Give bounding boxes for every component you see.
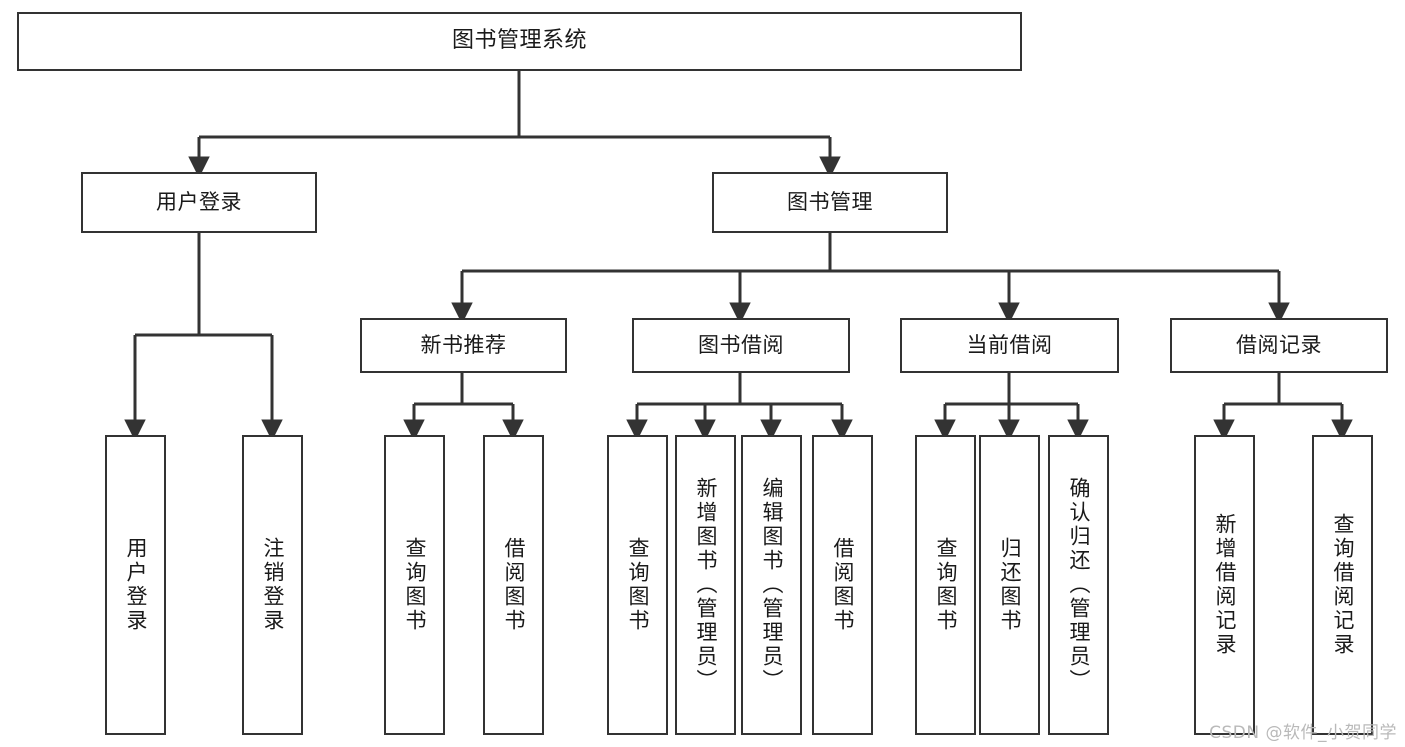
leaf-book-borrow-add-book-admin[interactable]: 新增图书（管理员） (675, 435, 736, 735)
node-label: 归还图书 (998, 537, 1022, 633)
node-label: 查询借阅记录 (1331, 513, 1355, 657)
node-label: 图书管理 (787, 189, 873, 214)
node-new-book-recommend[interactable]: 新书推荐 (360, 318, 567, 373)
node-label: 用户登录 (124, 537, 148, 633)
node-label: 借阅图书 (502, 537, 526, 633)
node-label: 确认归还（管理员） (1067, 477, 1091, 693)
node-label: 当前借阅 (966, 332, 1053, 357)
node-label: 注销登录 (261, 537, 285, 633)
node-label: 新增借阅记录 (1213, 513, 1237, 657)
leaf-book-borrow-edit-book-admin[interactable]: 编辑图书（管理员） (741, 435, 802, 735)
leaf-current-borrow-query-book[interactable]: 查询图书 (915, 435, 976, 735)
leaf-current-borrow-confirm-return-admin[interactable]: 确认归还（管理员） (1048, 435, 1109, 735)
node-user-login[interactable]: 用户登录 (81, 172, 317, 233)
node-label: 借阅记录 (1236, 332, 1322, 357)
node-label: 用户登录 (156, 189, 242, 214)
csdn-watermark: CSDN @软件_小贺同学 (1209, 723, 1397, 743)
leaf-borrow-record-add-record[interactable]: 新增借阅记录 (1194, 435, 1255, 735)
node-label: 图书借阅 (698, 332, 784, 357)
leaf-user-login-logout[interactable]: 注销登录 (242, 435, 303, 735)
node-label: 查询图书 (934, 537, 958, 633)
leaf-book-borrow-borrow-book[interactable]: 借阅图书 (812, 435, 873, 735)
node-label: 编辑图书（管理员） (760, 477, 784, 693)
leaf-new-book-query-book[interactable]: 查询图书 (384, 435, 445, 735)
node-label: 图书管理系统 (451, 28, 587, 54)
node-label: 查询图书 (626, 537, 650, 633)
node-current-borrow[interactable]: 当前借阅 (900, 318, 1119, 373)
node-label: 新书推荐 (420, 332, 507, 357)
node-book-borrow[interactable]: 图书借阅 (632, 318, 850, 373)
node-book-management[interactable]: 图书管理 (712, 172, 948, 233)
leaf-user-login-login[interactable]: 用户登录 (105, 435, 166, 735)
leaf-book-borrow-query-book[interactable]: 查询图书 (607, 435, 668, 735)
leaf-current-borrow-return-book[interactable]: 归还图书 (979, 435, 1040, 735)
node-root-library-management-system[interactable]: 图书管理系统 (17, 12, 1022, 71)
node-label: 借阅图书 (831, 537, 855, 633)
leaf-new-book-borrow-book[interactable]: 借阅图书 (483, 435, 544, 735)
node-label: 查询图书 (403, 537, 427, 633)
leaf-borrow-record-query-record[interactable]: 查询借阅记录 (1312, 435, 1373, 735)
node-label: 新增图书（管理员） (694, 477, 718, 693)
node-borrow-record[interactable]: 借阅记录 (1170, 318, 1388, 373)
